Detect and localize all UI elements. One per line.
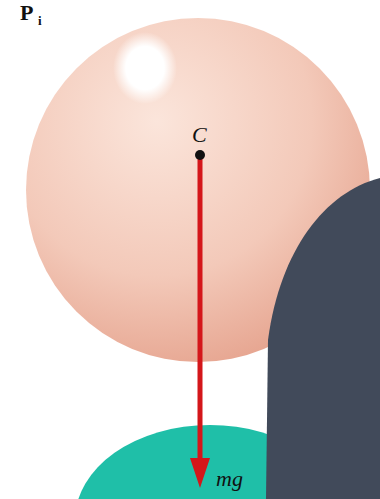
arrow-head [190, 458, 210, 488]
subscript: i [38, 14, 42, 27]
weight-arrow [198, 155, 203, 462]
point-label: P [20, 2, 33, 24]
highlight [113, 32, 177, 104]
center-label: C [192, 124, 207, 146]
center-dot [195, 150, 205, 160]
force-label: mg [216, 468, 243, 490]
dark-surface [266, 178, 380, 499]
